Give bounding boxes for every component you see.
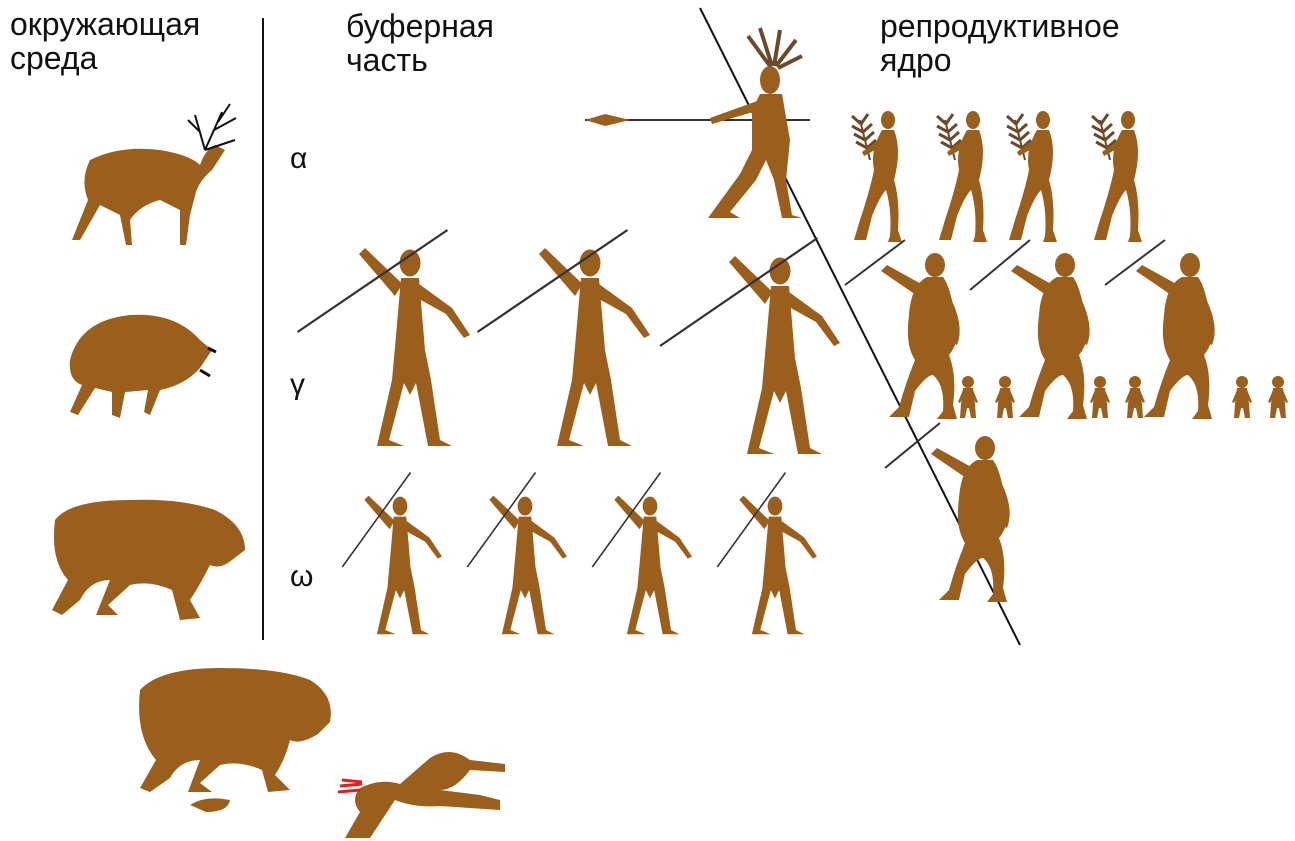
attack-scene	[139, 668, 505, 838]
omega-figure	[467, 473, 567, 635]
gamma-figure	[298, 230, 471, 446]
omega-figure	[717, 473, 817, 635]
omega-figure	[592, 473, 692, 635]
women-row	[845, 240, 1288, 602]
gamma-figure	[478, 230, 651, 446]
omega-row	[342, 473, 817, 635]
gamma-row	[298, 230, 841, 454]
deer-figure	[72, 104, 236, 245]
alpha-figure	[585, 28, 810, 218]
omega-figure	[342, 473, 442, 635]
gatherer-row	[852, 111, 1142, 242]
bison-figure	[70, 315, 216, 418]
sabertooth-figure	[52, 500, 245, 620]
gamma-figure	[660, 238, 840, 454]
